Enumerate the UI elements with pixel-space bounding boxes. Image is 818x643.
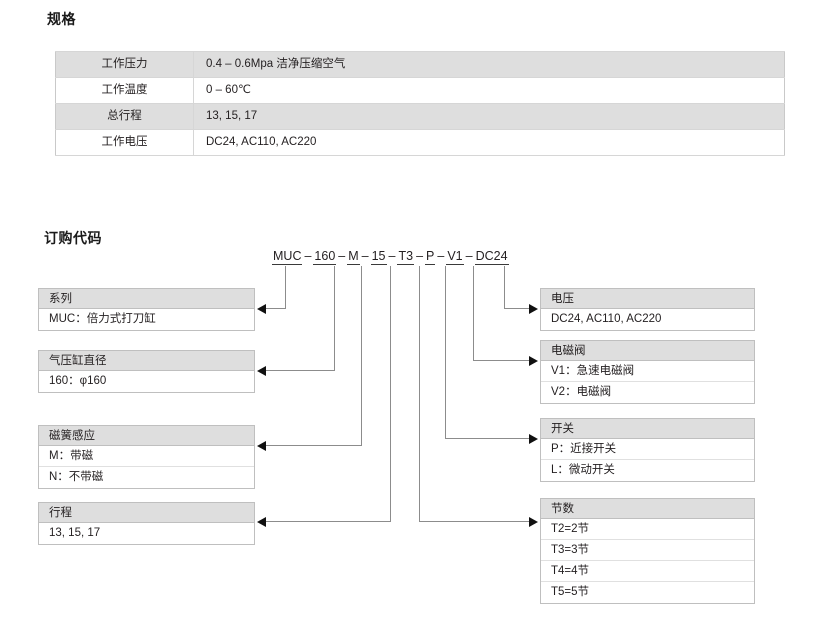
spec-value: 0 – 60℃ [193, 77, 785, 104]
specification-table: 工作压力 0.4 – 0.6Mpa 洁净压缩空气 工作温度 0 – 60℃ 总行… [55, 51, 785, 156]
connector-series-vertical [285, 274, 286, 309]
connector-voltage-horizontal [504, 308, 529, 309]
spec-value: 13, 15, 17 [193, 103, 785, 130]
code-tick-bore [334, 266, 335, 274]
connector-switch-horizontal [445, 438, 529, 439]
code-segment-stroke: 15 [370, 249, 387, 265]
code-tick-series [285, 266, 286, 274]
option-row: M：带磁 [39, 446, 254, 467]
option-row: L：微动开关 [541, 460, 754, 481]
code-tick-valve [473, 266, 474, 274]
option-row: P：近接开关 [541, 439, 754, 460]
code-segment-switch: P [425, 249, 436, 265]
option-box-header: 节数 [541, 499, 754, 519]
connector-switch-vertical [445, 274, 446, 439]
order-code-section-title: 订购代码 [44, 230, 102, 246]
option-box-magnet: 磁簧感应 M：带磁 N：不带磁 [38, 425, 255, 489]
connector-arrow-series [257, 304, 266, 314]
code-separator: – [338, 249, 346, 263]
code-segment-bore: 160 [313, 249, 337, 265]
option-box-header: 开关 [541, 419, 754, 439]
order-code-string: MUC–160–M–15–T3–P–V1–DC24 [272, 249, 509, 265]
code-tick-switch [445, 266, 446, 274]
spec-value: DC24, AC110, AC220 [193, 129, 785, 156]
option-box-header: 行程 [39, 503, 254, 523]
spec-label: 工作电压 [55, 129, 194, 156]
connector-series-horizontal [266, 308, 286, 309]
option-box-valve: 电磁阀 V1：急速电磁阀 V2：电磁阀 [540, 340, 755, 404]
connector-stroke-vertical [390, 274, 391, 522]
option-row: T2=2节 [541, 519, 754, 540]
connector-valve-vertical [473, 274, 474, 361]
option-box-stroke: 行程 13, 15, 17 [38, 502, 255, 545]
option-box-series: 系列 MUC：倍力式打刀缸 [38, 288, 255, 331]
code-segment-sections: T3 [397, 249, 415, 265]
code-separator: – [388, 249, 396, 263]
option-box-header: 磁簧感应 [39, 426, 254, 446]
option-row: 13, 15, 17 [39, 523, 254, 544]
option-row: MUC：倍力式打刀缸 [39, 309, 254, 330]
spec-label: 总行程 [55, 103, 194, 130]
connector-bore-vertical [334, 274, 335, 371]
code-tick-magnet [361, 266, 362, 274]
connector-arrow-voltage [529, 304, 538, 314]
table-row: 工作电压 DC24, AC110, AC220 [55, 129, 785, 156]
code-tick-stroke [390, 266, 391, 274]
spec-section-title: 规格 [47, 11, 76, 27]
connector-arrow-magnet [257, 441, 266, 451]
spec-label: 工作温度 [55, 77, 194, 104]
code-separator: – [416, 249, 424, 263]
code-separator: – [304, 249, 312, 263]
spec-label: 工作压力 [55, 51, 194, 78]
table-row: 工作压力 0.4 – 0.6Mpa 洁净压缩空气 [55, 51, 785, 78]
option-box-switch: 开关 P：近接开关 L：微动开关 [540, 418, 755, 482]
connector-sections-horizontal [419, 521, 529, 522]
connector-magnet-vertical [361, 274, 362, 446]
option-row: N：不带磁 [39, 467, 254, 488]
connector-arrow-switch [529, 434, 538, 444]
option-row: 160：φ160 [39, 371, 254, 392]
option-box-header: 系列 [39, 289, 254, 309]
connector-arrow-bore [257, 366, 266, 376]
option-box-sections: 节数 T2=2节 T3=3节 T4=4节 T5=5节 [540, 498, 755, 604]
code-separator: – [465, 249, 473, 263]
option-box-header: 电压 [541, 289, 754, 309]
connector-arrow-valve [529, 356, 538, 366]
connector-valve-horizontal [473, 360, 529, 361]
option-row: DC24, AC110, AC220 [541, 309, 754, 330]
spec-value: 0.4 – 0.6Mpa 洁净压缩空气 [193, 51, 785, 78]
option-box-voltage: 电压 DC24, AC110, AC220 [540, 288, 755, 331]
option-row: V2：电磁阀 [541, 382, 754, 403]
option-row: T4=4节 [541, 561, 754, 582]
option-row: V1：急速电磁阀 [541, 361, 754, 382]
code-segment-voltage: DC24 [474, 249, 509, 265]
connector-voltage-vertical [504, 274, 505, 309]
connector-magnet-horizontal [266, 445, 362, 446]
code-segment-valve: V1 [446, 249, 464, 265]
connector-arrow-stroke [257, 517, 266, 527]
connector-arrow-sections [529, 517, 538, 527]
code-tick-voltage [504, 266, 505, 274]
code-separator: – [361, 249, 369, 263]
connector-sections-vertical [419, 274, 420, 522]
table-row: 总行程 13, 15, 17 [55, 103, 785, 130]
option-box-header: 气压缸直径 [39, 351, 254, 371]
connector-stroke-horizontal [266, 521, 391, 522]
code-segment-series: MUC [272, 249, 303, 265]
option-row: T5=5节 [541, 582, 754, 603]
option-box-bore: 气压缸直径 160：φ160 [38, 350, 255, 393]
code-segment-magnet: M [347, 249, 360, 265]
code-tick-sections [419, 266, 420, 274]
option-row: T3=3节 [541, 540, 754, 561]
code-separator: – [437, 249, 445, 263]
table-row: 工作温度 0 – 60℃ [55, 77, 785, 104]
option-box-header: 电磁阀 [541, 341, 754, 361]
connector-bore-horizontal [266, 370, 335, 371]
